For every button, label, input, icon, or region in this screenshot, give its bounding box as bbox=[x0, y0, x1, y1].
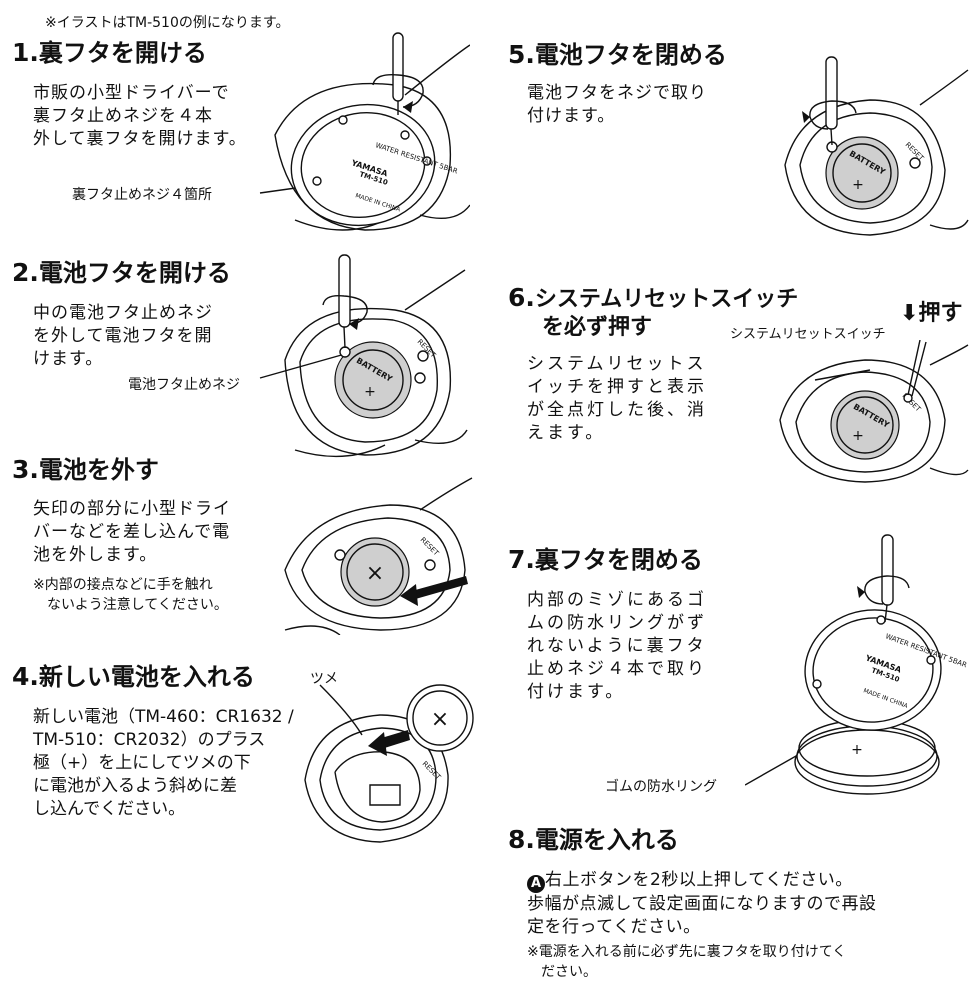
step2-body-line: けます。 bbox=[33, 349, 104, 369]
step1-illustration: WATER RESISTANT 5BAR YAMASA TM-510 MADE … bbox=[259, 32, 470, 231]
step1-title: 1.裏フタを開ける bbox=[12, 38, 207, 68]
step1-body: 市販の小型ドライバーで 裏フタ止めネジを４本 外して裏フタを開けます。 bbox=[33, 82, 247, 151]
step3-note-line: ないよう注意してください。 bbox=[47, 597, 228, 613]
step5-illustration: BATTERY + RESET bbox=[784, 56, 969, 236]
step2-title-text: 電池フタを開ける bbox=[38, 259, 231, 287]
step6-body: システムリセットス イッチを押すと表示 が全点灯した後、消 えます。 bbox=[527, 353, 707, 445]
step8-title: 8.電源を入れる bbox=[508, 825, 679, 855]
step7-body-line: 止めネジ４本で取り bbox=[527, 659, 707, 679]
svg-text:RESET: RESET bbox=[419, 536, 441, 558]
step6-title-line2: を必ず押す bbox=[542, 315, 653, 340]
step3-note-line: ※内部の接点などに手を触れ bbox=[33, 577, 213, 593]
step1-number: 1. bbox=[12, 38, 39, 67]
step8-number: 8. bbox=[508, 825, 535, 854]
svg-text:+: + bbox=[852, 177, 864, 193]
step4-callout: ツメ bbox=[310, 671, 338, 687]
step6-push-label: ⬇押す bbox=[900, 295, 962, 327]
step1-callout: 裏フタ止めネジ４箇所 bbox=[72, 187, 212, 203]
step3-body-line: 矢印の部分に小型ドライ bbox=[33, 499, 231, 519]
step5-title: 5.電池フタを閉める bbox=[508, 40, 727, 70]
step6-illustration: BATTERY + RESET bbox=[779, 340, 969, 483]
svg-text:+: + bbox=[364, 384, 376, 400]
step4-body-line: に電池が入るよう斜めに差 bbox=[33, 776, 237, 796]
step4-body-line: TM-510：CR2032）のプラス bbox=[33, 730, 266, 750]
svg-text:×: × bbox=[366, 561, 384, 586]
step8-body-line: 定を行ってください。 bbox=[527, 917, 701, 937]
step5-number: 5. bbox=[508, 40, 535, 69]
step8-note-line: ださい。 bbox=[541, 964, 597, 980]
step8-title-text: 電源を入れる bbox=[534, 826, 679, 854]
step6-title-line1: システムリセットスイッチ bbox=[534, 287, 799, 312]
step4-body-line: 新しい電池（TM-460：CR1632 / bbox=[33, 707, 294, 727]
step4-title: 4.新しい電池を入れる bbox=[12, 662, 255, 692]
step3-number: 3. bbox=[12, 455, 39, 484]
step7-body-line: れないように裏フタ bbox=[527, 636, 707, 656]
step4-title-text: 新しい電池を入れる bbox=[38, 663, 255, 691]
step1-body-line: 外して裏フタを開けます。 bbox=[33, 129, 247, 149]
svg-text:+: + bbox=[852, 428, 864, 444]
step6-body-line: システムリセットス bbox=[527, 354, 707, 374]
step2-body-line: を外して電池フタを開 bbox=[33, 326, 213, 346]
step2-body-line: 中の電池フタ止めネジ bbox=[33, 303, 213, 323]
step7-number: 7. bbox=[508, 545, 535, 574]
step6-callout: システムリセットスイッチ bbox=[730, 327, 886, 342]
step4-illustration: × RESET bbox=[304, 684, 474, 843]
step5-body-line: 電池フタをネジで取り bbox=[527, 83, 707, 103]
step5-title-text: 電池フタを閉める bbox=[534, 41, 727, 69]
step5-body-line: 付けます。 bbox=[527, 106, 616, 126]
step4-body-line: 極（+）を上にしてツメの下 bbox=[33, 753, 251, 773]
step2-title: 2.電池フタを開ける bbox=[12, 258, 231, 288]
step1-body-line: 市販の小型ドライバーで bbox=[33, 83, 230, 103]
step2-callout: 電池フタ止めネジ bbox=[128, 377, 240, 393]
step7-body: 内部のミゾにあるゴ ムの防水リングがず れないように裏フタ 止めネジ４本で取り … bbox=[527, 589, 707, 704]
svg-text:+: + bbox=[851, 742, 863, 758]
down-arrow-icon: ⬇ bbox=[900, 301, 919, 326]
step6-body-line: えます。 bbox=[527, 423, 606, 443]
step6-number: 6. bbox=[508, 283, 535, 312]
step7-illustration: + WATER RESISTANT 5BAR YAMASA TM-510 MAD… bbox=[745, 534, 968, 795]
step8-note-line: ※電源を入れる前に必ず先に裏フタを取り付けてく bbox=[527, 944, 847, 960]
svg-text:RESET: RESET bbox=[421, 760, 443, 782]
step3-title-text: 電池を外す bbox=[38, 456, 159, 484]
step3-title: 3.電池を外す bbox=[12, 455, 159, 485]
step6-title: 6.システムリセットスイッチ bbox=[508, 283, 798, 313]
step7-callout: ゴムの防水リング bbox=[605, 779, 717, 795]
step4-body-line: し込んでください。 bbox=[33, 799, 186, 819]
step2-body: 中の電池フタ止めネジ を外して電池フタを開 けます。 bbox=[33, 302, 213, 371]
step3-body-line: 池を外します。 bbox=[33, 545, 158, 565]
step7-body-line: ムの防水リングがず bbox=[527, 613, 707, 633]
step7-body-line: 内部のミゾにあるゴ bbox=[527, 590, 707, 610]
a-badge-icon: A bbox=[527, 875, 545, 893]
step6-body-line: イッチを押すと表示 bbox=[527, 377, 707, 397]
top-note: ※イラストはTM-510の例になります。 bbox=[45, 15, 290, 31]
step5-body: 電池フタをネジで取り 付けます。 bbox=[527, 82, 707, 128]
step3-body-line: バーなどを差し込んで電 bbox=[33, 522, 231, 542]
step7-title: 7.裏フタを閉める bbox=[508, 545, 703, 575]
step3-body: 矢印の部分に小型ドライ バーなどを差し込んで電 池を外します。 bbox=[33, 498, 231, 567]
svg-text:×: × bbox=[431, 707, 449, 732]
step4-body: 新しい電池（TM-460：CR1632 / TM-510：CR2032）のプラス… bbox=[33, 706, 294, 821]
step1-title-text: 裏フタを開ける bbox=[38, 39, 207, 67]
push-label-text: 押す bbox=[918, 301, 963, 326]
step6-body-line: が全点灯した後、消 bbox=[527, 400, 707, 420]
step4-number: 4. bbox=[12, 662, 39, 691]
step2-number: 2. bbox=[12, 258, 39, 287]
step8-body-line: 歩幅が点滅して設定画面になりますので再設 bbox=[527, 894, 877, 914]
step8-note: ※電源を入れる前に必ず先に裏フタを取り付けてく ださい。 bbox=[527, 942, 846, 982]
step3-illustration: × RESET bbox=[284, 477, 473, 635]
step3-note: ※内部の接点などに手を触れ ないよう注意してください。 bbox=[33, 575, 228, 615]
step7-title-text: 裏フタを閉める bbox=[534, 546, 703, 574]
step2-illustration: BATTERY + RESET bbox=[259, 254, 468, 458]
step1-body-line: 裏フタ止めネジを４本 bbox=[33, 106, 213, 126]
step7-body-line: 付けます。 bbox=[527, 682, 626, 702]
